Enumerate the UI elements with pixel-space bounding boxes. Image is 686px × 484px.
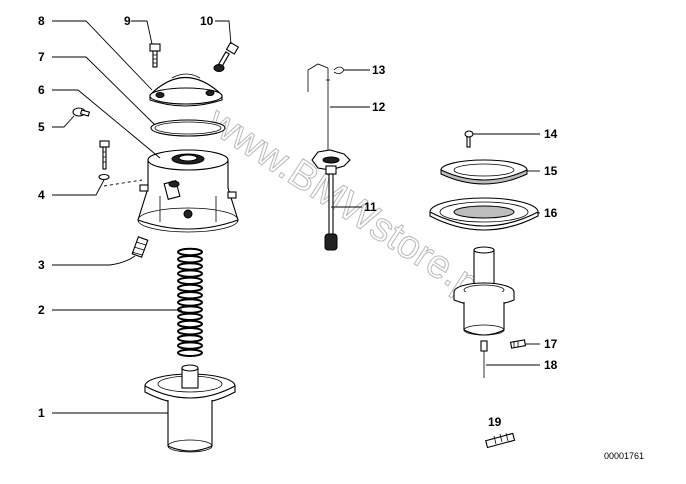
- part-2-spring[interactable]: [177, 247, 203, 357]
- document-number: 00001761: [604, 451, 644, 461]
- callout-17: 17: [544, 337, 558, 351]
- part-19-screw[interactable]: [485, 432, 516, 449]
- callout-19: 19: [488, 415, 502, 429]
- callout-1: 1: [38, 406, 45, 420]
- part-9-bolt[interactable]: [149, 43, 161, 68]
- part-17-jet[interactable]: [509, 339, 527, 349]
- spring-coil: [177, 291, 203, 300]
- callout-11: 11: [364, 200, 377, 214]
- spring-coil: [177, 298, 203, 307]
- callout-4: 4: [38, 188, 45, 202]
- leader-lines: [52, 20, 540, 414]
- callout-2: 2: [38, 303, 45, 317]
- part-8-top-cover[interactable]: [149, 73, 223, 107]
- part-1-piston[interactable]: [144, 364, 236, 453]
- part-7-gasket[interactable]: [150, 119, 226, 137]
- spring-coil: [177, 341, 203, 350]
- callout-16: 16: [544, 206, 558, 220]
- part-5-screw[interactable]: [72, 107, 91, 117]
- spring-coil: [177, 276, 203, 285]
- callout-7: 7: [38, 50, 45, 64]
- part-16-diaphragm[interactable]: [429, 197, 539, 231]
- callout-15: 15: [544, 164, 558, 178]
- spring-coil: [177, 255, 203, 264]
- part-13-clip[interactable]: [333, 66, 345, 74]
- part-10-bolt[interactable]: [213, 41, 240, 72]
- callout-labels: 1 2 3 4 5 6 7 8 9 10 11 12 13 14 15 16 1…: [38, 14, 558, 429]
- callout-5: 5: [38, 120, 45, 134]
- callout-9: 9: [124, 14, 131, 28]
- part-12-rod[interactable]: [307, 63, 330, 155]
- spring-coil: [177, 283, 203, 293]
- callout-14: 14: [544, 127, 558, 141]
- part-6-regulator-housing[interactable]: [137, 149, 239, 233]
- callout-8: 8: [38, 14, 45, 28]
- spring-coil: [177, 247, 203, 257]
- part-18-needle[interactable]: [480, 340, 488, 378]
- spring-coil: [177, 319, 203, 329]
- callout-18: 18: [544, 358, 558, 372]
- part-11-adjuster[interactable]: [311, 149, 351, 251]
- callout-6: 6: [38, 83, 45, 97]
- spring-coil: [177, 327, 203, 336]
- spring-coil: [177, 269, 203, 278]
- callout-3: 3: [38, 258, 45, 272]
- part-3-set-screw[interactable]: [131, 236, 149, 258]
- piston-sleeve: [453, 246, 515, 336]
- part-15-cup[interactable]: [440, 159, 528, 185]
- part-4-screw[interactable]: [98, 140, 110, 181]
- callout-10: 10: [200, 14, 214, 28]
- callout-12: 12: [372, 100, 386, 114]
- part-14-screw[interactable]: [464, 130, 474, 148]
- spring-coil: [177, 348, 203, 357]
- spring-coil: [177, 312, 203, 321]
- spring-coil: [177, 334, 203, 343]
- callout-13: 13: [372, 63, 386, 77]
- spring-coil: [177, 262, 203, 271]
